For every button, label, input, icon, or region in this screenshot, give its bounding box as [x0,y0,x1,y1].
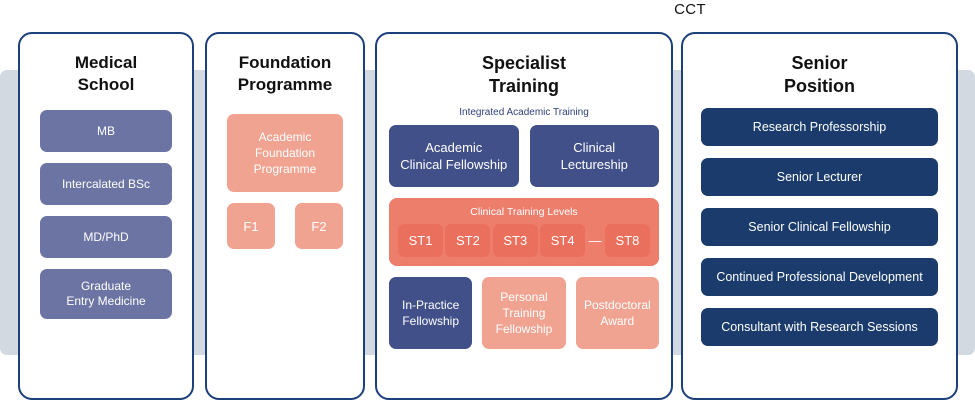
column-title-specialist-training: Specialist Training [481,53,567,96]
senior-position-senior-lecturer[interactable]: Senior Lecturer [701,158,938,196]
column-title-foundation-programme: Foundation Programme [237,53,333,94]
senior-position-consultant-with-research-sessions[interactable]: Consultant with Research Sessions [701,308,938,346]
senior-position-research-professorship[interactable]: Research Professorship [701,108,938,146]
cct-label: CCT [674,1,706,18]
senior-position-senior-clinical-fellowship[interactable]: Senior Clinical Fellowship [701,208,938,246]
stage-st3[interactable]: ST3 [492,224,538,257]
stage-st2[interactable]: ST2 [445,224,491,257]
column-senior-position: Senior Position Research Professorship S… [681,32,958,400]
medical-school-item-intercalated-bsc[interactable]: Intercalated BSc [40,163,172,205]
senior-position-continued-professional-development[interactable]: Continued Professional Development [701,258,938,296]
medical-school-item-md-phd[interactable]: MD/PhD [40,216,172,258]
fellowship-postdoctoral-award[interactable]: Postdoctoral Award [575,277,659,349]
foundation-item-academic-foundation-programme[interactable]: Academic Foundation Programme [227,114,343,192]
fellowship-row: In-Practice Fellowship Personal Training… [389,277,659,349]
medical-school-item-mb[interactable]: MB [40,110,172,152]
stage-st4[interactable]: ST4 [540,224,586,257]
fellowship-personal-training-fellowship[interactable]: Personal Training Fellowship [482,277,566,349]
clinical-training-levels-row: ST1 ST2 ST3 ST4 — ST8 [398,224,650,257]
academic-posts-row: Academic Clinical Fellowship Clinical Le… [389,125,659,187]
foundation-year-row: F1 F2 [227,203,343,249]
column-title-senior-position: Senior Position [784,53,855,96]
senior-position-item-list: Research Professorship Senior Lecturer S… [701,108,938,346]
column-medical-school: Medical School MB Intercalated BSc MD/Ph… [18,32,194,400]
stage-range-separator: — [588,233,602,248]
column-specialist-training: Specialist Training Integrated Academic … [375,32,673,400]
foundation-year-f2[interactable]: F2 [295,203,343,249]
academic-post-academic-clinical-fellowship[interactable]: Academic Clinical Fellowship [389,125,519,187]
foundation-year-f1[interactable]: F1 [227,203,275,249]
stage-st8[interactable]: ST8 [604,224,650,257]
column-foundation-programme: Foundation Programme Academic Foundation… [205,32,365,400]
column-title-medical-school: Medical School [74,53,138,94]
fellowship-in-practice-fellowship[interactable]: In-Practice Fellowship [389,277,473,349]
specialist-content: Academic Clinical Fellowship Clinical Le… [377,125,671,349]
foundation-item-list: Academic Foundation Programme F1 F2 [227,114,343,249]
academic-post-clinical-lectureship[interactable]: Clinical Lectureship [529,125,659,187]
clinical-training-levels-group: Clinical Training Levels ST1 ST2 ST3 ST4… [389,198,659,266]
medical-school-item-list: MB Intercalated BSc MD/PhD Graduate Entr… [40,110,172,319]
foundation-item-label: Academic Foundation Programme [253,130,317,176]
medical-school-item-graduate-entry-medicine[interactable]: Graduate Entry Medicine [40,269,172,319]
clinical-training-levels-label: Clinical Training Levels [470,206,578,218]
stage-st1[interactable]: ST1 [398,224,443,257]
integrated-academic-training-subtitle: Integrated Academic Training [459,107,589,118]
